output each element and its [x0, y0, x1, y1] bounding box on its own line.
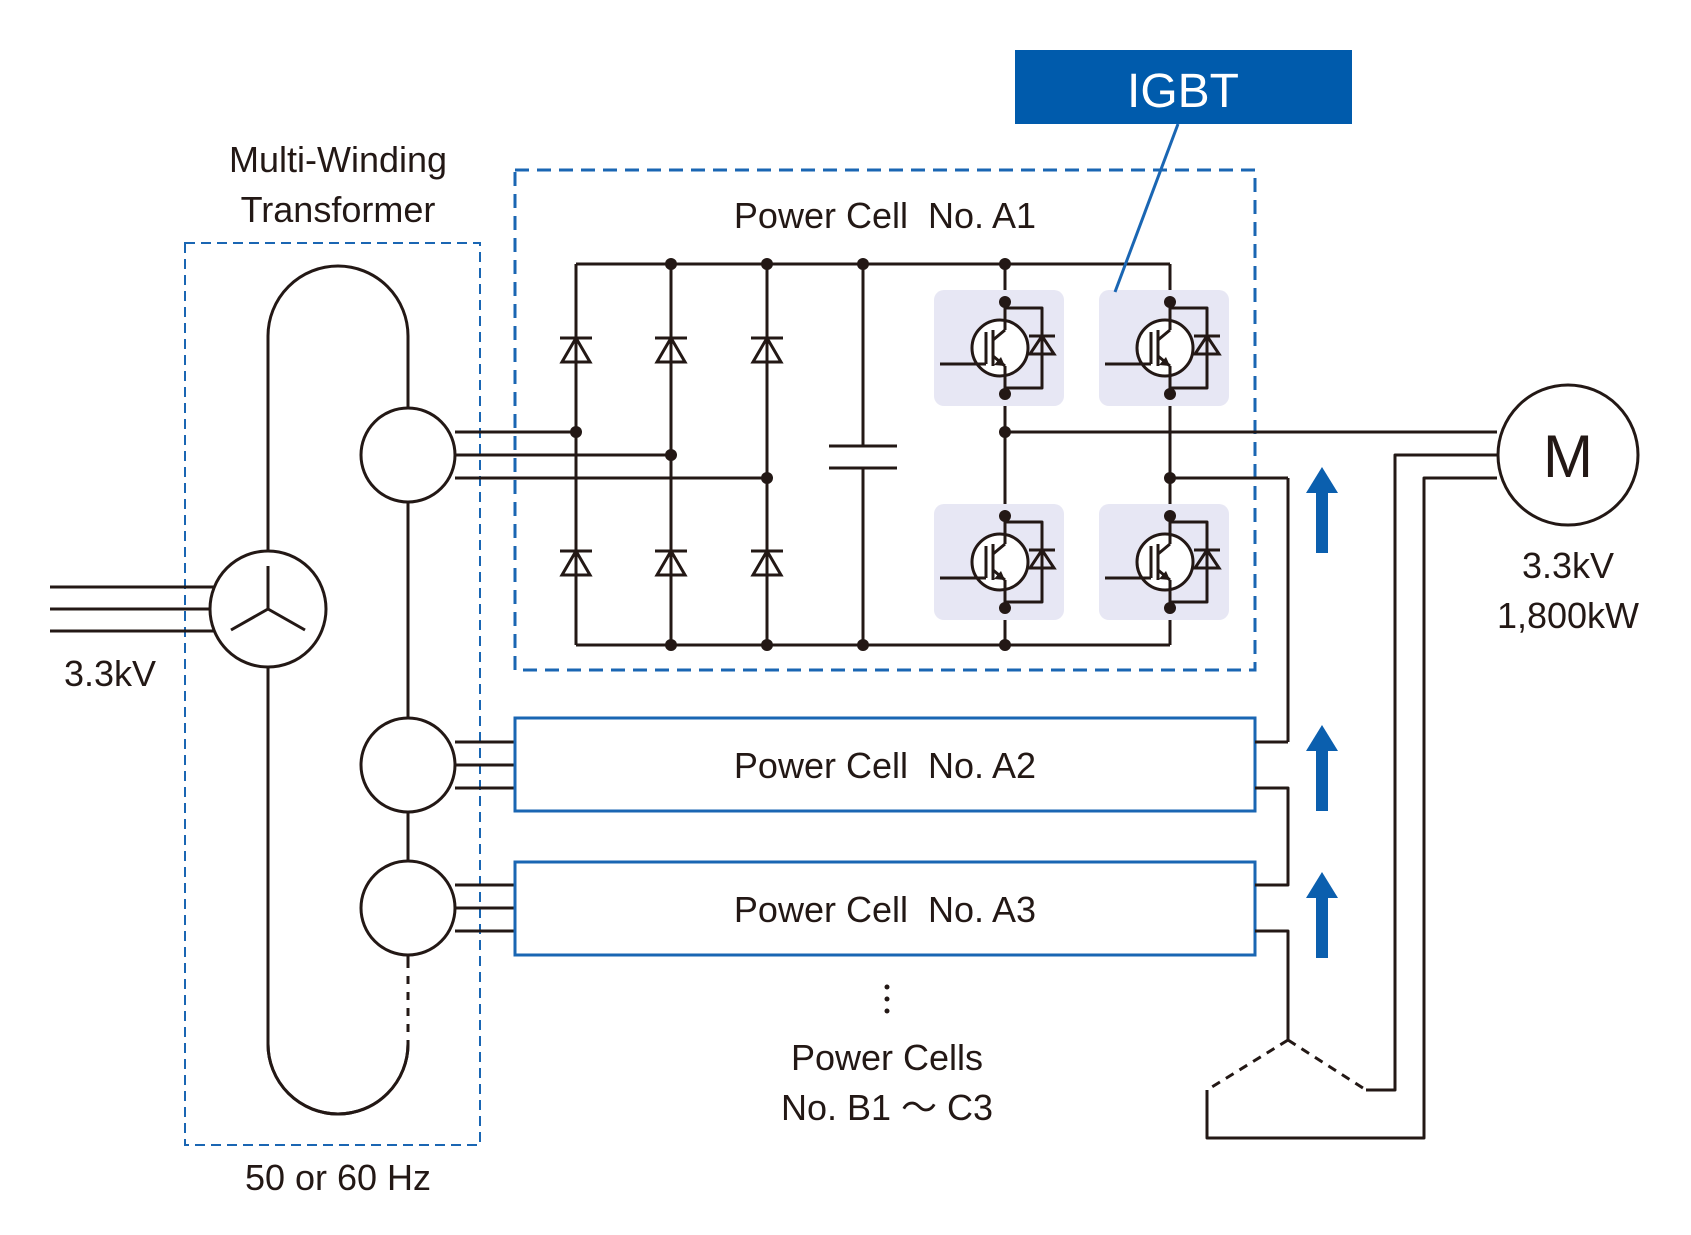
motor-circle [1496, 383, 1640, 527]
more-cells-line1: Power Cells [791, 1037, 983, 1078]
motor-voltage: 3.3kV [1522, 545, 1614, 586]
motor-power: 1,800kW [1497, 595, 1639, 636]
rectifier-diode [558, 537, 594, 589]
more-cells-line2: No. B1 ～ C3 [781, 1087, 993, 1128]
power-cell-a1-label: Power Cell No. A1 [734, 195, 1036, 236]
igbt-callout-label: IGBT [1127, 65, 1239, 118]
transformer-core [266, 264, 410, 1116]
transformer-title-line2: Transformer [241, 189, 436, 230]
igbt-switch [1097, 288, 1231, 408]
rectifier-diode [653, 537, 689, 589]
secondary-winding-a1 [359, 406, 457, 504]
igbt-switch [932, 502, 1066, 622]
igbt-callout-box [1015, 50, 1352, 124]
input-voltage-label: 3.3kV [64, 653, 156, 694]
power-cell-a3-label: Power Cell No. A3 [734, 889, 1036, 930]
rectifier-diode [653, 324, 689, 376]
rectifier-diode [749, 537, 785, 589]
power-cell-a3-box [513, 860, 1257, 957]
frequency-label: 50 or 60 Hz [245, 1157, 431, 1198]
igbt-switch [1097, 502, 1231, 622]
current-arrow [1306, 872, 1338, 958]
rectifier-diode [749, 324, 785, 376]
igbt-callout-leader [1113, 123, 1180, 293]
current-arrow [1306, 725, 1338, 811]
motor-symbol: M [1543, 423, 1593, 490]
star-neutral-connection [1205, 453, 1497, 1140]
power-cell-a1-boundary [513, 168, 1257, 672]
igbt-switch [932, 288, 1066, 408]
power-cell-a2-label: Power Cell No. A2 [734, 745, 1036, 786]
transformer-title-line1: Multi-Winding [229, 139, 447, 180]
junction-dots [570, 258, 1176, 651]
transformer-boundary [184, 242, 481, 1146]
rectifier-diode [558, 324, 594, 376]
secondary-winding-a2 [359, 716, 457, 814]
secondary-winding-a3 [359, 859, 457, 957]
dc-link-capacitor [829, 264, 897, 645]
power-cell-a2-box [513, 716, 1257, 813]
current-arrow [1306, 467, 1338, 553]
vertical-ellipsis [884, 984, 890, 1014]
